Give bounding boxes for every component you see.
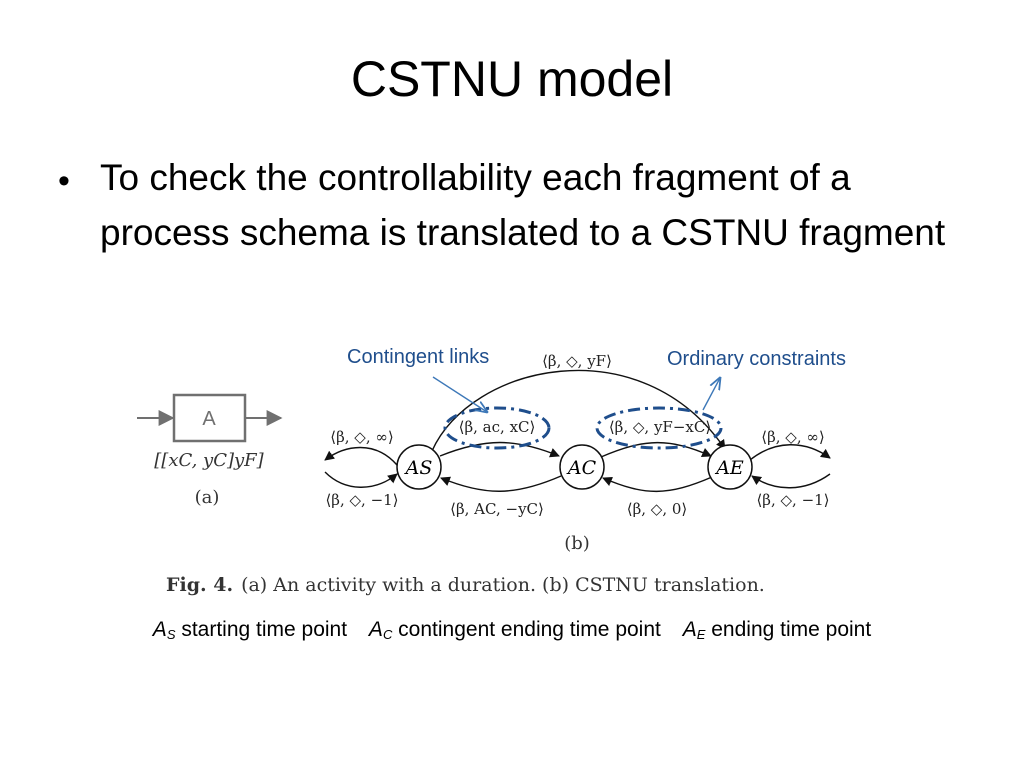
legend-symbol: A (682, 618, 697, 641)
ordinary-constraint-highlight (595, 406, 723, 450)
label-right-out: ⟨β, ◇, ∞⟩ (761, 428, 824, 446)
edge-left-in (324, 471, 398, 488)
edge-right-in (751, 473, 831, 489)
edge-ac-as-bottom (440, 475, 562, 492)
legend: AS starting time point AC contingent end… (0, 615, 1024, 650)
label-right-in: ⟨β, ◇, −1⟩ (756, 491, 829, 509)
legend-text: contingent ending time point (398, 618, 661, 641)
legend-symbol: A (152, 618, 167, 641)
contingent-pointer-arrow (432, 376, 487, 412)
contingent-links-annotation: Contingent links (347, 346, 489, 368)
legend-item-contingent: AC contingent ending time point (368, 618, 661, 642)
edge-ae-right-out (749, 444, 831, 461)
bullet-dot-icon: • (58, 162, 70, 200)
legend-subscript: E (696, 627, 706, 642)
label-left-in: ⟨β, ◇, −1⟩ (325, 491, 398, 509)
contingent-link-highlight (443, 406, 551, 450)
edge-ac-ae-top (600, 442, 712, 458)
activity-duration-formula: [[xC, yC]yF] (154, 450, 264, 471)
panel-a-caption: (a) (195, 487, 220, 508)
ordinary-constraints-annotation: Ordinary constraints (667, 348, 846, 370)
figure-caption: Fig. 4. (a) An activity with a duration. … (166, 574, 765, 596)
ordinary-pointer-arrow (702, 378, 720, 411)
legend-text: ending time point (711, 618, 872, 641)
legend-subscript: S (166, 627, 176, 642)
legend-text: starting time point (181, 618, 348, 641)
panel-b-labels: ⟨β, ◇, yF⟩ ⟨β, ◇, ∞⟩ ⟨β, ◇, −1⟩ ⟨β, ac, … (325, 352, 829, 518)
label-left-out: ⟨β, ◇, ∞⟩ (330, 428, 393, 446)
legend-item-start: AS starting time point (152, 618, 348, 642)
label-top-arc: ⟨β, ◇, yF⟩ (542, 352, 612, 370)
activity-box-label: A (202, 408, 216, 430)
legend-symbol: A (368, 618, 383, 641)
label-ac-ae-bottom: ⟨β, ◇, 0⟩ (627, 500, 688, 518)
node-ae (707, 444, 753, 490)
node-as (396, 444, 442, 490)
panel-b-caption: (b) (564, 533, 590, 554)
node-as-label: AS (404, 457, 433, 479)
node-ae-label: AE (714, 457, 744, 479)
cstnu-figure: A [[xC, yC]yF] (a) AS AC AE ⟨β, ◇, yF⟩ ⟨… (137, 346, 846, 596)
label-as-ac-bottom: ⟨β, AC, −yC⟩ (450, 500, 544, 518)
panel-a: A [[xC, yC]yF] (a) (137, 393, 283, 508)
edge-as-ae-arc (431, 369, 726, 452)
legend-item-end: AE ending time point (682, 618, 872, 642)
label-ac-ae-top: ⟨β, ◇, yF−xC⟩ (609, 418, 711, 436)
panel-b-edges (324, 369, 831, 492)
node-ac-label: AC (566, 457, 597, 479)
edge-as-ac-top (439, 441, 560, 458)
panel-b-nodes: AS AC AE (396, 444, 753, 490)
slide-title: CSTNU model (350, 51, 674, 107)
figure-caption-text: (a) An activity with a duration. (b) CST… (241, 574, 765, 596)
edge-ae-ac-bottom (602, 476, 713, 492)
edge-as-left-out (324, 446, 398, 466)
figure-caption-number: Fig. 4. (166, 574, 233, 596)
bullet-text: To check the controllability each fragme… (100, 157, 946, 253)
legend-subscript: C (382, 627, 393, 642)
node-ac (559, 444, 605, 490)
label-as-ac-top: ⟨β, ac, xC⟩ (459, 418, 536, 436)
